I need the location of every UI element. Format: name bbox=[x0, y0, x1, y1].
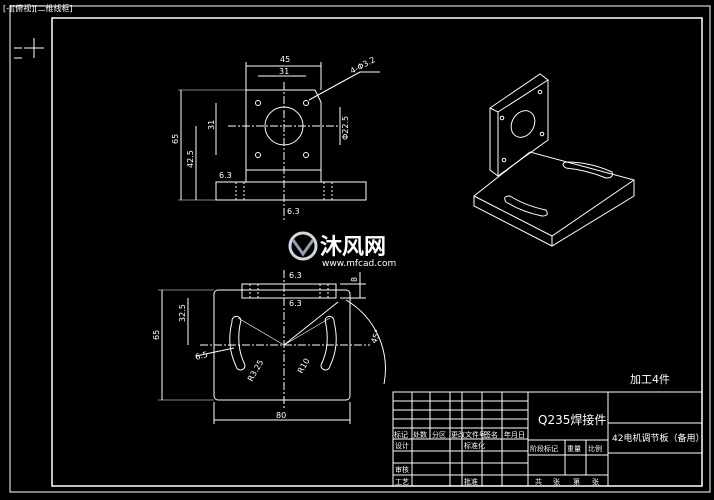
front-dim-slot-width: 6.5 bbox=[194, 350, 209, 362]
isometric-view bbox=[473, 73, 635, 247]
tb-role-process: 工艺 bbox=[395, 478, 409, 486]
top-dim-bore: Φ22.5 bbox=[341, 116, 350, 140]
top-dim-height: 65 bbox=[171, 134, 180, 144]
top-weld-symbol-left: 6.3 bbox=[219, 171, 232, 180]
tb-header-mark: 标记 bbox=[394, 430, 408, 439]
top-weld-symbol-bottom: 6.3 bbox=[287, 207, 300, 216]
top-dim-width: 45 bbox=[280, 55, 290, 64]
front-weld-symbol-mid: 6.3 bbox=[289, 299, 302, 308]
top-dim-holes: 4-Φ3.2 bbox=[349, 55, 377, 76]
tb-header-date: 年月日 bbox=[504, 430, 525, 439]
tb-sheet-total: 共 bbox=[535, 477, 542, 486]
tb-standardization: 标准化 bbox=[464, 441, 485, 450]
top-dim-hole-spacing: 31 bbox=[207, 120, 216, 130]
watermark-logo-icon bbox=[288, 231, 318, 261]
watermark-url: www.mfcad.com bbox=[322, 259, 396, 269]
front-dim-radius-outer: R10 bbox=[296, 357, 312, 375]
front-dim-radius-slot: R3.25 bbox=[246, 358, 265, 383]
sheet-outer-border bbox=[9, 5, 711, 493]
tb-scale: 比例 bbox=[588, 444, 602, 453]
viewport-label[interactable]: [-][俯视][二维线框] bbox=[3, 3, 73, 13]
tb-header-zone: 分区 bbox=[432, 430, 446, 439]
tb-sheet-unit-1: 张 bbox=[553, 477, 560, 486]
top-dim-inner: 31 bbox=[279, 67, 289, 76]
front-dim-width: 80 bbox=[276, 411, 286, 420]
front-dim-height: 65 bbox=[152, 330, 161, 340]
tb-role-design: 设计 bbox=[395, 441, 409, 450]
front-view bbox=[158, 270, 386, 424]
top-dim-center: 42.5 bbox=[186, 150, 195, 168]
tb-header-change-doc: 更改文件号 bbox=[451, 430, 486, 439]
tb-sheet-unit-2: 张 bbox=[592, 477, 599, 486]
tb-sheet-no: 第 bbox=[573, 477, 580, 486]
ucs-crosshair bbox=[14, 38, 44, 59]
watermark: 沐风网 www.mfcad.com bbox=[288, 231, 396, 269]
front-weld-symbol-top: 6.3 bbox=[289, 271, 302, 280]
tb-header-count: 处数 bbox=[413, 430, 427, 439]
front-dim-thickness: 8 bbox=[350, 277, 359, 282]
processing-note: 加工4件 bbox=[630, 373, 670, 386]
drawing-frame bbox=[51, 17, 703, 487]
top-view bbox=[178, 62, 380, 220]
title-block-text: 标记 处数 分区 更改文件号 签名 年月日 设计 审核 工艺 标准化 批准 Q2… bbox=[394, 412, 704, 486]
watermark-brand: 沐风网 bbox=[320, 235, 386, 260]
tb-material: Q235焊接件 bbox=[538, 412, 606, 427]
tb-drawing-name: 42电机调节板（备用） bbox=[612, 432, 704, 444]
tb-approve: 批准 bbox=[464, 477, 478, 486]
front-dim-offset: 32.5 bbox=[178, 304, 187, 322]
tb-stage-mark: 阶段标记 bbox=[530, 444, 558, 453]
tb-header-sign: 签名 bbox=[484, 430, 498, 439]
title-block bbox=[392, 391, 703, 487]
tb-weight: 重量 bbox=[567, 445, 581, 453]
tb-role-review: 审核 bbox=[395, 465, 409, 474]
